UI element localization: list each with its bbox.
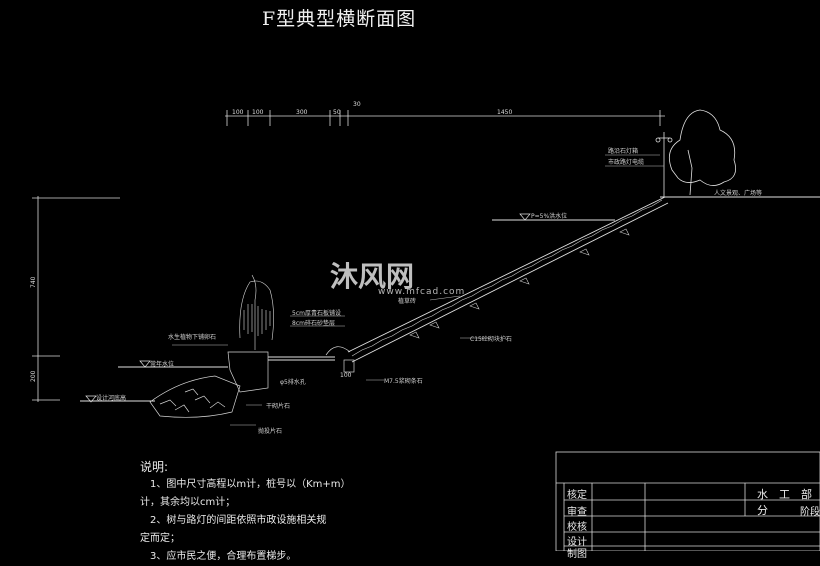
slope-blocks <box>351 199 663 357</box>
section-lines <box>80 196 820 402</box>
dim-top-6: 1450 <box>497 109 512 116</box>
dim-left-200: 200 <box>30 370 37 382</box>
dim-top-1: 100 <box>232 109 244 116</box>
watermark-text: 沐风网 <box>330 260 415 293</box>
label-concrete: C15砼砌块护石 <box>470 335 512 343</box>
leader-lines <box>172 154 664 426</box>
tb-check: 核定 <box>567 490 587 501</box>
top-dimension <box>225 110 665 126</box>
tree-icon <box>668 109 737 196</box>
label-sod: 植草砖 <box>398 297 416 305</box>
notes-line-1: 1、图中尺寸高程以m计，桩号以（Km+m） <box>150 479 351 490</box>
label-drain: φ5排水孔 <box>280 378 306 386</box>
label-aquatic: 水生植物下铺卵石 <box>168 333 216 341</box>
label-gravel1: 5cm厚青石板铺设 <box>292 309 341 317</box>
tb-dept: 水 工 部分 <box>757 488 812 517</box>
label-normal-water: 常年水位 <box>150 360 174 368</box>
notes-block: 说明: 1、图中尺寸高程以m计，桩号以（Km+m） 计，其余均以cm计； 2、树… <box>140 458 351 566</box>
street-lamp-icon <box>655 132 673 197</box>
tb-draw: 制图 <box>567 549 587 560</box>
label-flood-level: P=5%洪水位 <box>531 212 567 220</box>
watermark-logo: 沐风网 <box>330 255 414 295</box>
label-mortar: M7.5浆砌条石 <box>384 377 423 385</box>
label-lamp-cable: 市政路灯电缆 <box>608 158 644 166</box>
tb-review: 审查 <box>567 507 587 518</box>
label-dry-stone: 干砌片石 <box>266 402 290 410</box>
dim-top-2: 100 <box>252 109 264 116</box>
dim-100-small: 100 <box>340 372 352 379</box>
notes-heading: 说明: <box>140 460 169 474</box>
watermark-url: www.mfcad.com <box>378 287 466 297</box>
label-lamp: 路沿石灯箱 <box>608 147 638 155</box>
willow-tree-icon <box>239 274 274 350</box>
dim-left-740: 740 <box>30 276 37 288</box>
tb-stage: 阶段 <box>800 507 820 518</box>
dim-top-5: 30 <box>353 101 361 108</box>
tb-proof: 校核 <box>567 522 587 533</box>
label-gravel2: 8cm碎石砂垫层 <box>292 319 335 327</box>
notes-line-4: 定而定； <box>140 533 180 544</box>
dim-top-3: 300 <box>296 109 308 116</box>
notes-line-3: 2、树与路灯的间距依照市政设施相关规 <box>150 515 327 526</box>
dim-top-4: 50 <box>333 109 341 116</box>
label-plaza: 人文景观、广场等 <box>714 189 762 197</box>
retaining-wall <box>149 346 355 418</box>
notes-line-2: 计，其余均以cm计； <box>140 497 236 508</box>
label-design-bed: 设计河底高 <box>96 394 126 402</box>
drawing-title: F型典型横断面图 <box>262 8 417 30</box>
left-dimension <box>32 196 120 402</box>
water-level-markers <box>85 213 531 403</box>
cross-section-drawing: 100 100 300 50 30 1450 740 200 <box>30 101 820 551</box>
tb-design: 设计 <box>567 537 587 548</box>
title-block-frame <box>555 451 820 551</box>
label-riprap: 抛投片石 <box>258 427 282 435</box>
